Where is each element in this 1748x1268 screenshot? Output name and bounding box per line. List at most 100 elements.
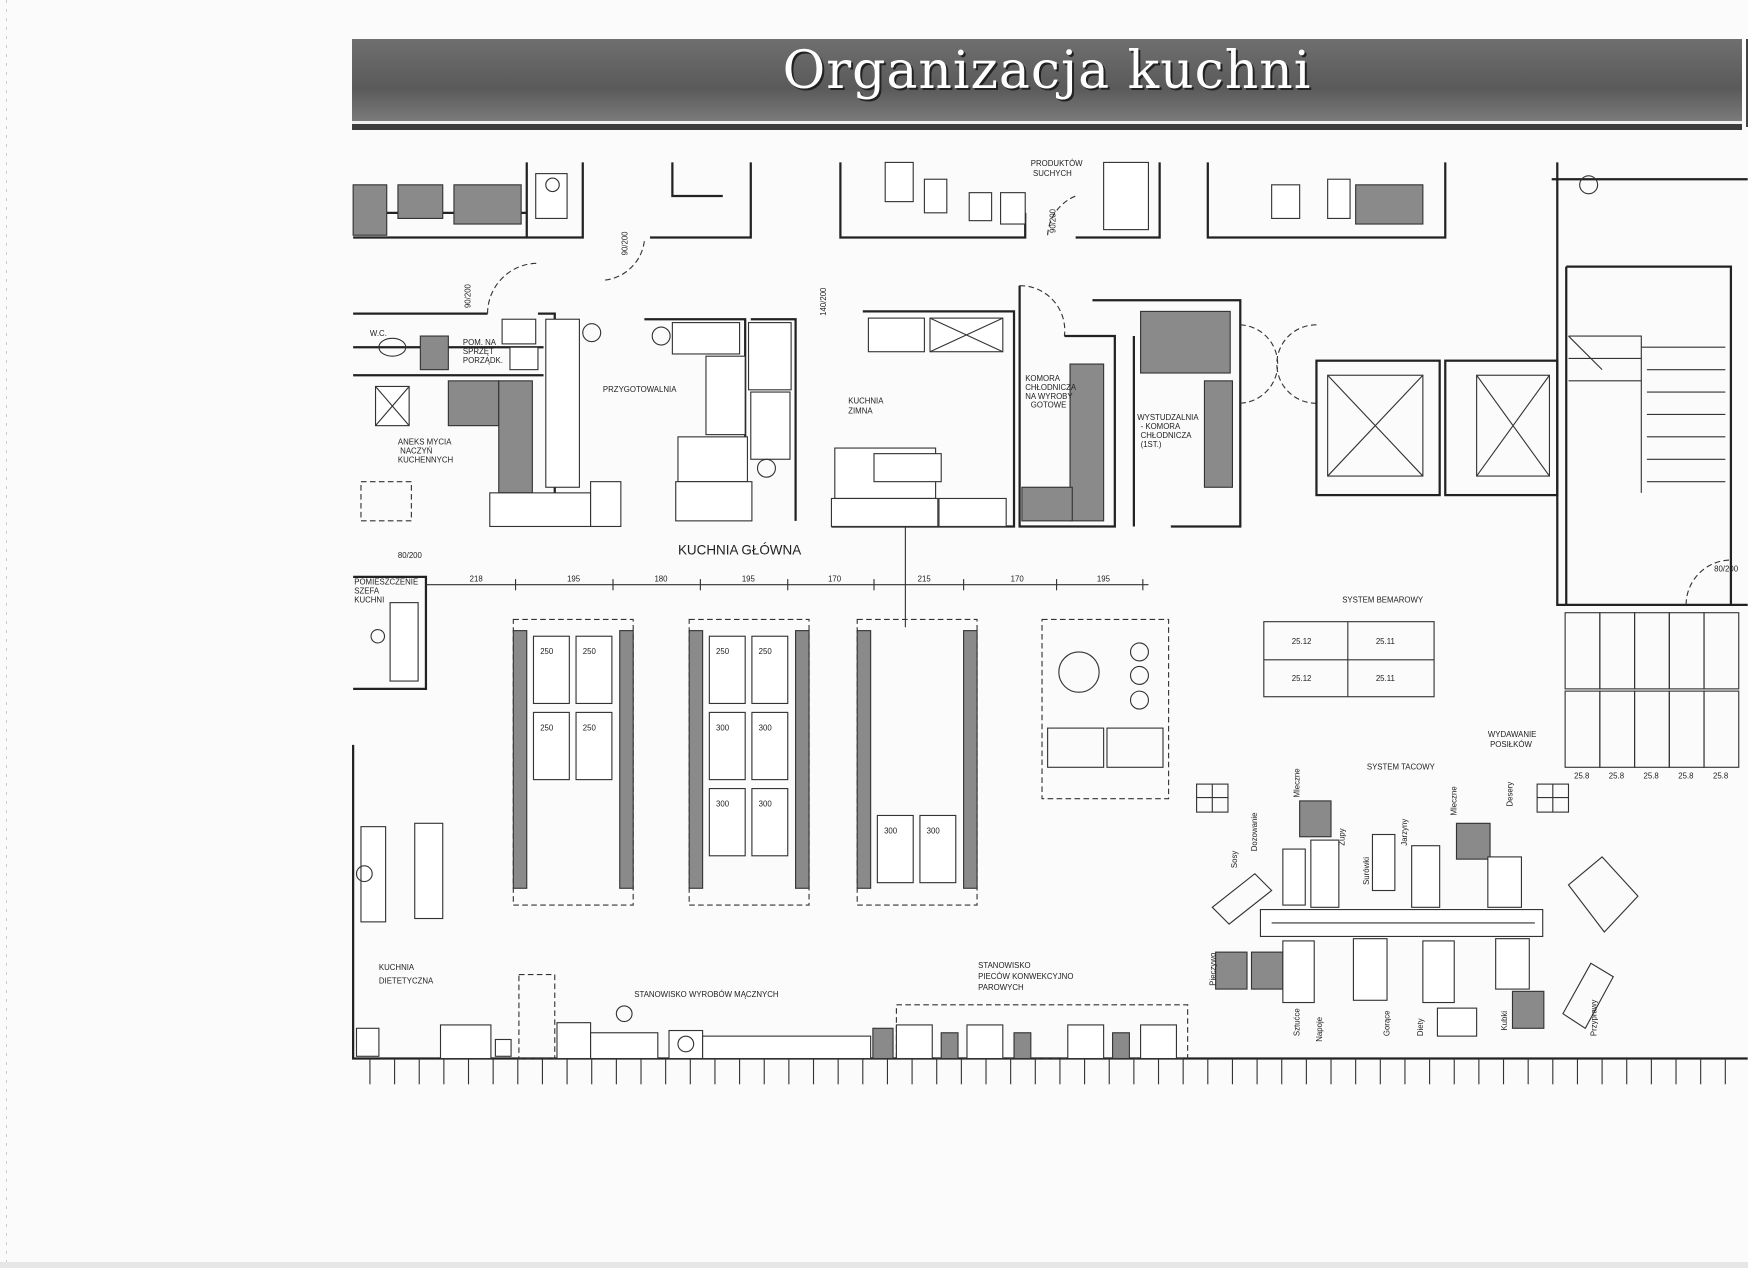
- room-label-washing-3: KUCHENNYCH: [398, 456, 454, 465]
- serving-cart: [1599, 690, 1636, 768]
- serving-item-label: 25.8: [1678, 771, 1694, 780]
- title-banner: Organizacja kuchni: [352, 39, 1748, 127]
- kettle-pan: [708, 788, 746, 857]
- bemar-item: 25.11: [1376, 674, 1395, 683]
- room-label-main-kitchen: KUCHNIA GŁÓWNA: [678, 542, 801, 557]
- dimension-label: 215: [918, 574, 932, 583]
- door-dim: 140/200: [819, 287, 828, 316]
- door-dim: 80/200: [398, 551, 423, 560]
- serving-item-label: 25.8: [1713, 771, 1729, 780]
- banner-edge: [1746, 39, 1748, 127]
- tray-station-label: Gorące: [1382, 1010, 1391, 1036]
- oven-label-2: PIECÓW KONWEKCYJNO: [978, 972, 1073, 981]
- tray-station-label: Jarzyny: [1400, 819, 1409, 846]
- island-rail: [688, 630, 704, 889]
- dimension-label: 195: [742, 574, 756, 583]
- door-dim: 80/200: [1714, 564, 1739, 573]
- tray-station-label: Kubki: [1500, 1011, 1509, 1031]
- dimension-label: 195: [567, 574, 581, 583]
- tray-station-label: Diety: [1416, 1018, 1425, 1036]
- island-outline: [512, 618, 634, 906]
- room-label-cleaning-3: PORZĄDK.: [463, 356, 503, 365]
- kettle-pan: [708, 711, 746, 781]
- tray-station-label: Mleczne: [1449, 786, 1458, 815]
- island-outline: [1041, 618, 1170, 800]
- room-label-dry-2: SUCHYCH: [1033, 169, 1072, 178]
- griddle: [1047, 727, 1105, 768]
- kettle-pan: [532, 711, 570, 781]
- kettle-pan: [876, 814, 914, 884]
- prep-stations: KUCHNIA GŁÓWNA: [644, 318, 801, 557]
- island-outline: [688, 618, 810, 906]
- bain-marie-system: SYSTEM BEMAROWY 25.12 25.11 25.12 25.11 …: [1263, 596, 1740, 780]
- tray-station-label: Mleczne: [1293, 768, 1302, 797]
- pan-capacity: 300: [759, 723, 773, 732]
- scan-edge: [0, 1262, 1748, 1268]
- tray-system-label: SYSTEM TACOWY: [1367, 763, 1436, 772]
- tray-station-label: Sztućce: [1293, 1008, 1302, 1036]
- bottom-stations: KUCHNIA DIETETYCZNA STANOWISKO WYROBÓW M…: [352, 744, 1748, 1085]
- serving-cart: [1634, 690, 1670, 768]
- room-label-coldroom-4: GOTOWE: [1031, 401, 1067, 410]
- tray-station-label: Sosy: [1230, 851, 1239, 868]
- room-label-dry-1: PRODUKTÓW: [1031, 159, 1083, 168]
- bemar-item: 25.12: [1292, 637, 1312, 646]
- room-label-cold-2: ZIMNA: [848, 406, 873, 415]
- room-label-cleaning-1: POM. NA: [463, 338, 497, 347]
- oven-label-3: PAROWYCH: [978, 983, 1024, 992]
- room-label-washing-2: NACZYŃ: [400, 447, 433, 456]
- room-label-cold-1: KUCHNIA: [848, 396, 884, 405]
- pan-capacity: 250: [540, 647, 554, 656]
- bain-marie-label: SYSTEM BEMAROWY: [1342, 596, 1424, 605]
- pan-capacity: 250: [716, 647, 730, 656]
- burner: [1129, 690, 1149, 710]
- tray-station-label: Przyprawy: [1589, 1000, 1598, 1037]
- room-label-cooling-3: CHŁODNICZA: [1141, 431, 1193, 440]
- griddle: [1106, 727, 1164, 768]
- kettle-pan: [919, 814, 957, 884]
- pan-capacity: 250: [583, 723, 597, 732]
- serving-cart: [1703, 612, 1740, 690]
- dimension-label: 218: [470, 574, 484, 583]
- room-label-coldroom-1: KOMORA: [1025, 374, 1061, 383]
- service-rooms: 90/200 W.C. POM. NA SPRZĘT PORZĄDK. ANEK…: [353, 262, 677, 560]
- dimension-label: 195: [1097, 574, 1111, 583]
- tray-system: SYSTEM TACOWY SosyDozowanieMleczneZupySu…: [1196, 763, 1639, 1042]
- island-rail: [856, 630, 872, 889]
- kettle-pan: [575, 711, 613, 781]
- tray-station-label: Pieczywo: [1209, 952, 1218, 986]
- kettle-pan: [751, 788, 789, 857]
- kettle-pan: [575, 635, 613, 705]
- slide-title: Organizacja kuchni: [782, 41, 1312, 101]
- room-label-chef-1: POMIESZCZENIE: [354, 578, 418, 587]
- pan-capacity: 250: [583, 647, 597, 656]
- dimension-label: 170: [1011, 574, 1025, 583]
- pastry-label: STANOWISKO WYROBÓW MĄCZNYCH: [634, 990, 779, 999]
- room-label-coldroom-2: CHŁODNICZA: [1025, 383, 1077, 392]
- room-label-cooling-2: - KOMORA: [1141, 422, 1181, 431]
- room-label-wc: W.C.: [370, 329, 387, 338]
- serving-label-1: WYDAWANIE: [1488, 730, 1537, 739]
- wok-burner: [1058, 651, 1100, 693]
- room-label-chef-3: KUCHNI: [354, 596, 384, 605]
- tray-station-label: Desery: [1505, 782, 1514, 807]
- serving-cart: [1564, 690, 1601, 768]
- diet-label-2: DIETETYCZNA: [379, 976, 434, 985]
- door-dim: 90/200: [464, 283, 473, 308]
- serving-item-label: 25.8: [1644, 771, 1660, 780]
- kettle-pan: [751, 711, 789, 781]
- elevators-stairs: 80/200: [1315, 265, 1739, 605]
- serving-item-label: 25.8: [1574, 771, 1590, 780]
- door-dim: 90/200: [1048, 208, 1057, 233]
- bemar-item: 25.12: [1292, 674, 1312, 683]
- oven-label-1: STANOWISKO: [978, 961, 1030, 970]
- serving-cart: [1703, 690, 1740, 768]
- serving-cart: [1564, 612, 1601, 690]
- dimension-label: 170: [828, 574, 842, 583]
- room-label-prep: PRZYGOTOWALNIA: [603, 385, 677, 394]
- serving-item-label: 25.8: [1609, 771, 1625, 780]
- room-label-cooling-4: (1ST.): [1141, 440, 1162, 449]
